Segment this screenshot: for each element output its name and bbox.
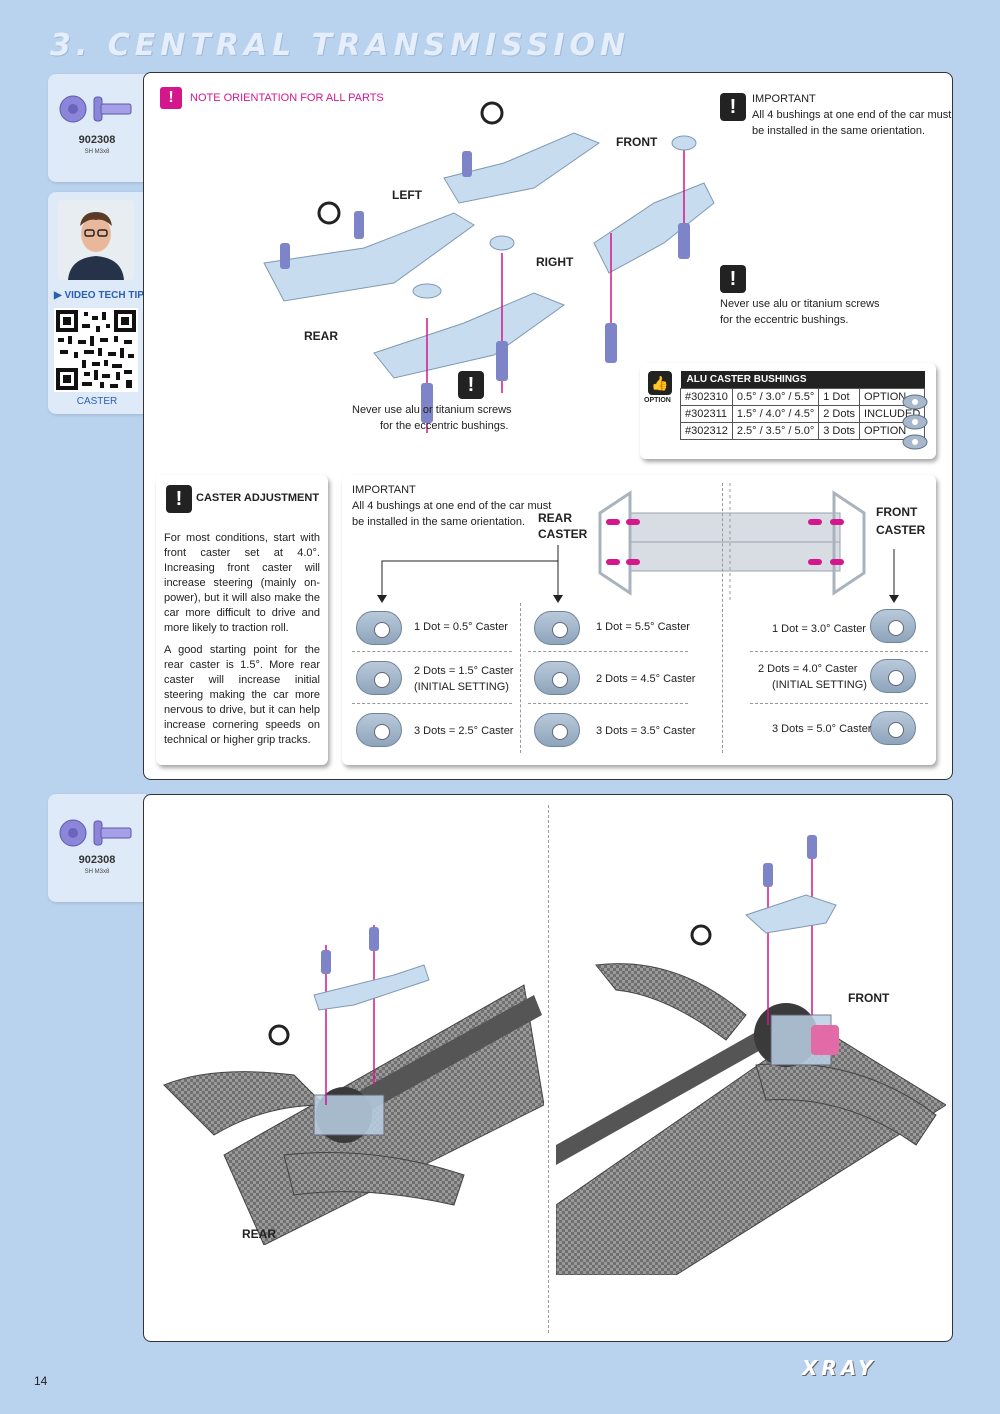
exploded-parts-diagram: [263, 101, 715, 433]
bushing-2-dots: [534, 661, 580, 695]
video-caption: CASTER: [76, 396, 118, 407]
divider: [520, 603, 521, 753]
option-label: OPTION: [644, 397, 671, 404]
label-rear: REAR: [304, 329, 339, 343]
divider: [750, 651, 928, 652]
bushing-icons: [902, 394, 928, 450]
screw-icon: [59, 819, 132, 847]
initial-setting: (INITIAL SETTING): [414, 681, 509, 693]
caster-row: 1 Dot = 5.5° Caster: [596, 621, 690, 633]
caster-row: 1 Dot = 0.5° Caster: [414, 621, 508, 633]
caster-paragraph-1: For most conditions, start with front ca…: [164, 532, 320, 634]
bushing-1-dot: [356, 611, 402, 645]
warning-icon: !: [720, 265, 746, 293]
part-desc: SH M3x8: [84, 149, 110, 155]
bushing-3-dots: [534, 713, 580, 747]
important-text: All 4 bushings at one end of the car mus…: [352, 500, 552, 512]
divider: [352, 651, 512, 652]
label-rear: REAR: [242, 1227, 277, 1241]
page-title: 3. CENTRAL TRANSMISSION: [50, 28, 631, 63]
divider: [352, 703, 512, 704]
important-text: All 4 bushings at one end of the car mus…: [752, 109, 952, 121]
label-front-caster: CASTER: [876, 523, 926, 537]
thumbs-up-icon: 👍: [648, 371, 672, 395]
caster-row: 1 Dot = 3.0° Caster: [772, 623, 866, 635]
initial-setting: (INITIAL SETTING): [772, 679, 867, 691]
label-front: FRONT: [848, 991, 890, 1005]
page-number: 14: [34, 1374, 48, 1388]
important-title: IMPORTANT: [752, 93, 816, 105]
part-desc: SH M3x8: [84, 869, 110, 875]
divider: [548, 805, 549, 1333]
bushing-1-dot: [534, 611, 580, 645]
warning-text: for the eccentric bushings.: [720, 314, 849, 326]
step-1-panel: ! NOTE ORIENTATION FOR ALL PARTS ! IMPOR…: [143, 72, 953, 780]
caster-adjustment-card: ! CASTER ADJUSTMENT For most conditions,…: [156, 475, 328, 765]
divider: [528, 703, 688, 704]
caster-paragraph-2: A good starting point for the rear caste…: [164, 644, 320, 746]
chassis-topview: [598, 483, 866, 603]
label-left: LEFT: [392, 188, 422, 202]
note-orientation: NOTE ORIENTATION FOR ALL PARTS: [190, 92, 384, 104]
brand-logo: XRAY: [802, 1356, 877, 1380]
bushing-3-dots: [356, 713, 402, 747]
warning-text: Never use alu or titanium screws: [720, 298, 880, 310]
bushing-2-dots: [870, 659, 916, 693]
step-2-panel: REAR FRONT: [143, 794, 953, 1342]
qr-code[interactable]: [54, 308, 138, 392]
label-front: FRONT: [616, 135, 658, 149]
warning-icon: !: [458, 371, 484, 399]
part-code: 902308: [78, 134, 116, 146]
divider: [722, 483, 723, 753]
front-assembly-diagram: [556, 835, 946, 1275]
warning-text: for the eccentric bushings.: [380, 420, 509, 432]
caster-row: 3 Dots = 3.5° Caster: [596, 725, 696, 737]
play-icon: ▶: [54, 290, 65, 301]
label-rear: REAR: [538, 511, 573, 525]
bushing-2-dots: [356, 661, 402, 695]
rear-assembly-diagram: [163, 925, 544, 1245]
video-tab[interactable]: ▶ VIDEO TECH TIP CASTER: [48, 192, 146, 414]
warning-icon: !: [720, 93, 746, 121]
label-front: FRONT: [876, 505, 918, 519]
caster-row: 2 Dots = 4.0° Caster: [758, 663, 858, 675]
caster-chart-card: IMPORTANT All 4 bushings at one end of t…: [342, 475, 936, 765]
part-code: 902308: [78, 854, 116, 866]
table-header: ALU CASTER BUSHINGS: [680, 371, 925, 389]
screw-icon: [59, 95, 132, 123]
caster-row: 2 Dots = 1.5° Caster: [414, 665, 514, 677]
warning-icon: !: [160, 87, 182, 109]
caster-row: 3 Dots = 5.0° Caster: [772, 723, 872, 735]
bushing-1-dot: [870, 609, 916, 643]
label-right: RIGHT: [536, 255, 574, 269]
warning-icon: !: [166, 485, 192, 513]
parts-tab: 902308 SH M3x8: [48, 74, 146, 182]
parts-tab-2: 902308 SH M3x8: [48, 794, 146, 902]
caster-adjustment-title: CASTER ADJUSTMENT: [196, 492, 320, 504]
important-text: be installed in the same orientation.: [352, 516, 526, 528]
divider: [528, 651, 688, 652]
video-label: VIDEO TECH TIP: [64, 290, 144, 301]
caster-row: 3 Dots = 2.5° Caster: [414, 725, 514, 737]
divider: [750, 703, 928, 704]
important-text: be installed in the same orientation.: [752, 125, 926, 137]
label-rear-caster: CASTER: [538, 527, 588, 541]
important-title: IMPORTANT: [352, 484, 416, 496]
warning-text: Never use alu or titanium screws: [352, 404, 512, 416]
arrows: [377, 545, 899, 603]
bushing-3-dots: [870, 711, 916, 745]
presenter-photo: [58, 200, 134, 280]
caster-row: 2 Dots = 4.5° Caster: [596, 673, 696, 685]
